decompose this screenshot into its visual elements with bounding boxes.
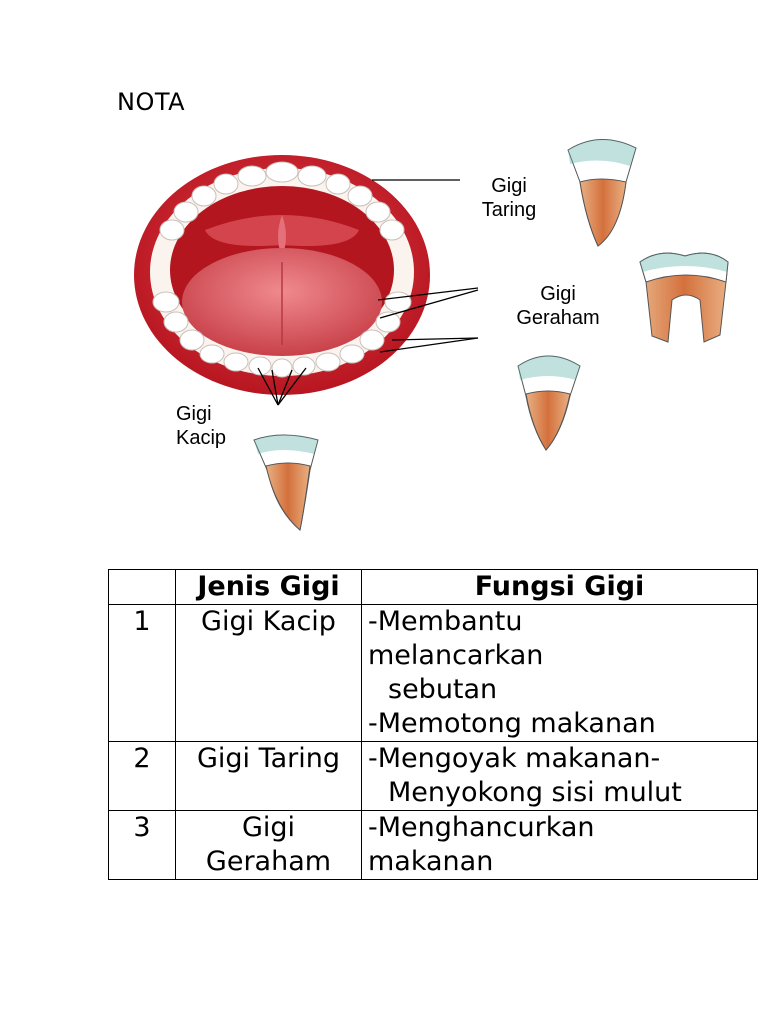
function-line: makanan [368,846,494,877]
tooth-type: Gigi Kacip [175,604,362,742]
tooth-type: Gigi Taring [175,741,362,811]
table-row: 1 Gigi Kacip -Membantu melancarkan sebut… [108,604,758,742]
header-jenis-gigi: Jenis Gigi [175,569,362,605]
teeth-function-table: Jenis Gigi Fungsi Gigi 1 Gigi Kacip -Mem… [108,569,758,880]
function-line: -Mengoyak makanan- [368,743,661,774]
label-line: Gigi [491,175,527,197]
canine-tooth-1 [567,139,637,247]
label-line: Kacip [176,427,227,449]
table-row: 3 Gigi Geraham -Menghancurkan makanan [108,810,758,880]
label-line: Geraham [516,307,600,329]
tooth-function: -Membantu melancarkan sebutan -Memotong … [361,604,758,742]
row-number: 2 [108,741,176,811]
label-line: Gigi [540,283,576,305]
label-line: Taring [481,199,537,221]
row-number: 3 [108,810,176,880]
upper-teeth [159,161,405,241]
tooth-function: -Mengoyak makanan- Menyokong sisi mulut [361,741,758,811]
row-number: 1 [108,604,176,742]
function-line: sebutan [388,674,498,705]
header-fungsi-gigi: Fungsi Gigi [361,569,758,605]
label-line: Gigi [176,403,212,425]
teeth-diagram [134,139,729,531]
tooth-type-line: Geraham [205,846,332,877]
label-gigi-geraham: Gigi Geraham [508,282,608,330]
tooth-type-line: Gigi Taring [196,743,341,774]
table-header-row: Jenis Gigi Fungsi Gigi [108,569,758,605]
tooth-function: -Menghancurkan makanan [361,810,758,880]
tooth-type-line: Gigi Kacip [201,606,336,637]
function-line: -Membantu [368,606,523,637]
canine-tooth-2 [517,355,581,451]
function-line: -Menghancurkan [368,812,595,843]
page-title: NOTA [117,88,186,116]
mouth-illustration [134,155,430,395]
function-line: -Memotong makanan [368,708,656,739]
incisor-tooth [253,434,319,531]
function-line: Menyokong sisi mulut [388,777,682,808]
molar-tooth [639,252,729,343]
table-row: 2 Gigi Taring -Mengoyak makanan- Menyoko… [108,741,758,811]
function-line: melancarkan [368,640,544,671]
uvula [278,215,286,257]
tooth-type-line: Gigi [241,812,296,843]
label-gigi-kacip: Gigi Kacip [176,402,226,450]
tooth-type: Gigi Geraham [175,810,362,880]
pointer-lines [257,179,479,406]
label-gigi-taring: Gigi Taring [476,174,542,222]
header-number [108,569,176,605]
lower-teeth [152,291,412,378]
